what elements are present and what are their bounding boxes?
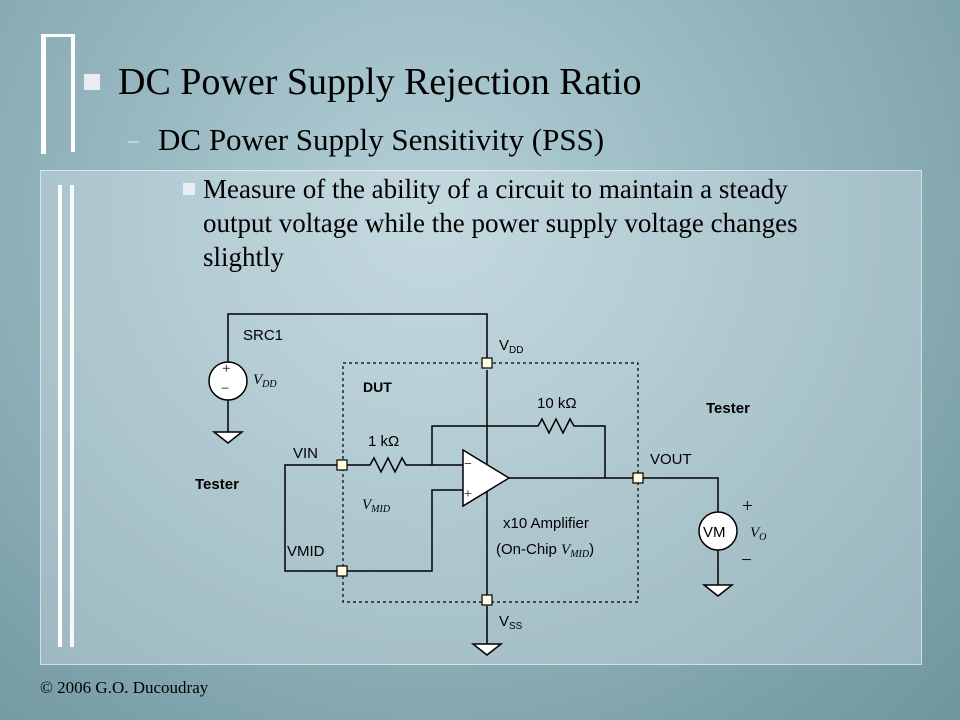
vo-plus: +	[742, 496, 753, 517]
opamp-plus: +	[464, 487, 472, 502]
wire-src1-top	[227, 313, 488, 362]
subtitle-dash-icon: –	[128, 127, 139, 152]
panel-decor-bar-inner	[70, 185, 74, 647]
title-decor-bar-outer	[41, 34, 46, 154]
wire-vin	[345, 456, 463, 474]
title-bullet-icon	[84, 74, 100, 90]
body-bullet-icon	[183, 183, 195, 195]
opamp-icon	[462, 448, 511, 508]
title-row: DC Power Supply Rejection Ratio	[84, 60, 642, 104]
title-decor-bar-top	[41, 34, 75, 37]
input-resistor-label: 1 kΩ	[368, 433, 399, 450]
slide-subtitle: DC Power Supply Sensitivity (PSS)	[158, 122, 605, 157]
terminal-vmid	[336, 565, 348, 577]
wire-feedback	[431, 417, 606, 478]
vdd-node-label: VDD	[499, 337, 523, 356]
terminal-vout	[632, 472, 644, 484]
vo-minus: −	[741, 550, 752, 571]
vm-label: VM	[703, 524, 726, 541]
opamp-minus: −	[464, 457, 472, 472]
vout-label: VOUT	[650, 451, 692, 468]
content-panel	[40, 170, 922, 665]
src1-source-icon	[208, 361, 248, 401]
wire-vmid	[345, 489, 463, 572]
subtitle-row: – DC Power Supply Sensitivity (PSS)	[128, 122, 604, 158]
amp-label-line2: (On-Chip VMID)	[496, 541, 594, 560]
terminal-vin	[336, 459, 348, 471]
feedback-resistor-label: 10 kΩ	[537, 395, 577, 412]
panel-decor-bar-left	[58, 185, 62, 647]
terminal-vdd	[481, 357, 493, 369]
tester-right-label: Tester	[706, 400, 750, 417]
vo-label: VO	[750, 525, 766, 543]
src1-vdd-label: VDD	[253, 372, 277, 390]
ground-icon-src1	[211, 431, 245, 444]
dut-label: DUT	[363, 379, 392, 395]
slide-title: DC Power Supply Rejection Ratio	[118, 61, 642, 103]
src1-plus: +	[222, 361, 230, 377]
terminal-vss	[481, 594, 493, 606]
src1-minus: −	[221, 381, 229, 397]
vmid-input-label: VMID	[362, 497, 391, 515]
body-row: Measure of the ability of a circuit to m…	[183, 172, 823, 274]
wire-tester-loop	[284, 464, 338, 572]
title-decor-bar-inner	[71, 34, 75, 152]
vin-label: VIN	[293, 445, 318, 462]
body-text: Measure of the ability of a circuit to m…	[203, 174, 798, 272]
voltmeter-icon	[698, 511, 738, 551]
tester-left-label: Tester	[195, 476, 239, 493]
footer-copyright: © 2006 G.O. Ducoudray	[40, 678, 209, 697]
src1-label: SRC1	[243, 327, 283, 344]
vmid-terminal-label: VMID	[287, 543, 325, 560]
vss-node-label: VSS	[499, 613, 523, 632]
amp-label-line1: x10 Amplifier	[503, 515, 589, 532]
ground-icon-vm	[701, 584, 735, 597]
ground-icon-vss	[470, 643, 504, 656]
wire-vout-vm	[642, 477, 719, 512]
